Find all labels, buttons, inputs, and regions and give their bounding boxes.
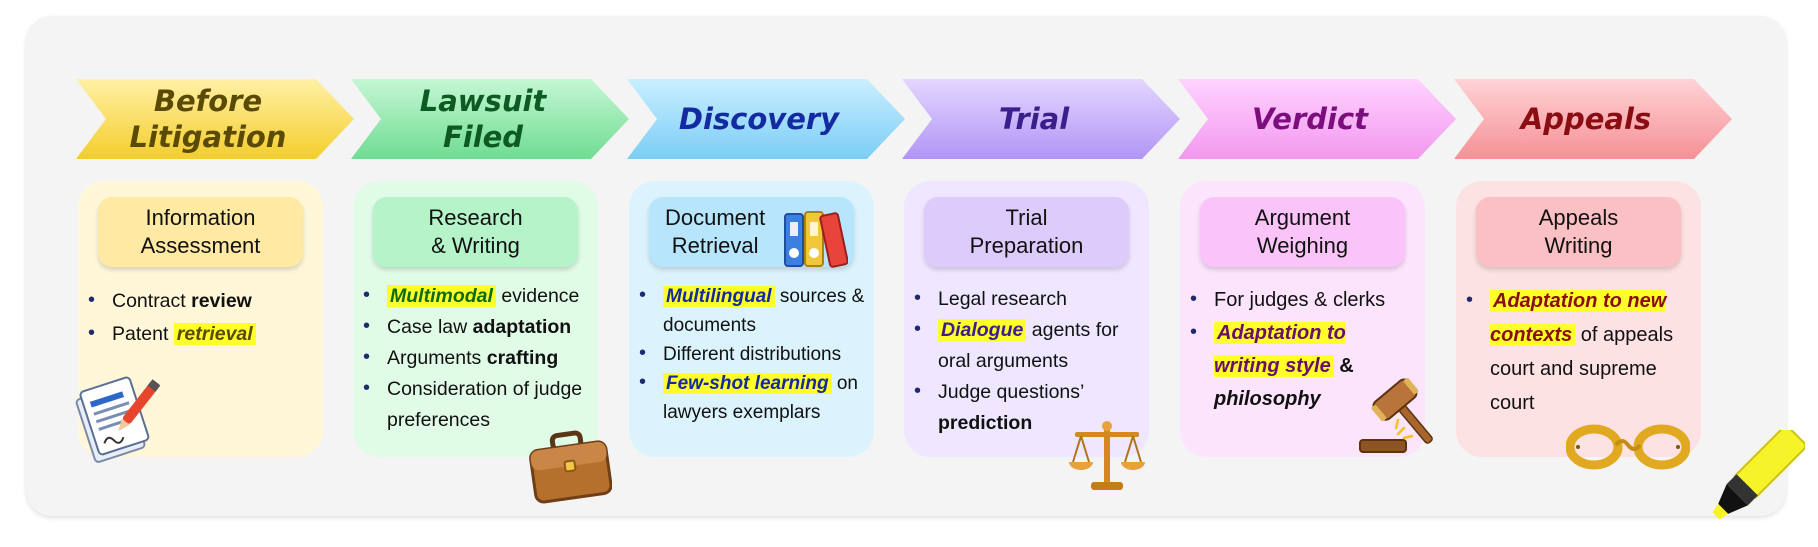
bullet-highlight: Multilingual [663,286,775,307]
bullet-text: Case law [387,316,473,338]
list-item: Dialogue agents for oral arguments [912,314,1140,377]
bullet-emphasis: adaptation [472,316,572,338]
bullet-emphasis: crafting [486,347,559,369]
stage-chevron-before-litigation: Before Litigation [76,79,354,159]
list-item: For judges & clerks [1188,283,1416,317]
bullet-list: Adaptation to new contexts of appeals co… [1464,283,1686,420]
card-heading: Trial Preparation [924,197,1129,267]
bullet-text: Different distributions [663,344,842,365]
list-item: Adaptation to writing style & philosophy [1188,316,1416,416]
list-item: Different distributions [637,339,869,369]
list-item: Multimodal evidence [361,280,591,312]
bullet-emphasis: & [1333,355,1354,377]
list-item: Case law adaptation [361,311,591,343]
card-heading: Argument Weighing [1200,197,1405,267]
stage-title: Verdict [1251,102,1369,136]
bullet-text: sources & documents [663,286,865,336]
bullet-highlight: Dialogue [938,319,1027,341]
bullet-text: Consideration of judge preferences [387,378,583,431]
stage-title: Lawsuit Filed [419,84,547,154]
bullet-emphasis: prediction [938,412,1033,434]
handcuffs-icon [1566,424,1690,470]
bullet-emphasis: philosophy [1214,388,1321,410]
list-item: Legal research [912,283,1140,315]
stage-card-trial: Trial Preparation Legal research Dialogu… [904,181,1149,457]
card-heading: Information Assessment [98,197,303,267]
chevron-shape [902,79,1180,159]
stage-chevron-appeals: Appeals [1454,79,1732,159]
stage-title: Before Litigation [129,84,287,154]
bullet-text: Judge questions’ [938,381,1084,403]
chevron-shape [351,79,629,159]
bullet-list: Legal research Dialogue agents for oral … [912,283,1140,439]
bullet-text: For judges & clerks [1214,289,1386,311]
chevron-shape [1454,79,1732,159]
document-pen-icon [75,376,160,463]
stage-title: Appeals [1520,102,1652,136]
bullet-text: Legal research [938,288,1067,310]
stage-title: Discovery [678,102,840,136]
stage-chevron-lawsuit-filed: Lawsuit Filed [351,79,629,159]
stage-chevron-discovery: Discovery [627,79,905,159]
bullet-list: Multimodal evidence Case law adaptation … [361,280,591,436]
list-item: Multilingual sources & documents [637,281,869,340]
chevron-shape [627,79,905,159]
bullet-text: agents for oral arguments [938,319,1119,372]
bullet-highlight: retrieval [173,323,256,345]
bullet-list: Multilingual sources & documents Differe… [637,281,869,427]
highlighter-icon [1712,430,1805,520]
stage-chevron-trial: Trial [902,79,1180,159]
card-heading: Appeals Writing [1476,197,1681,267]
chevron-shape [1178,79,1456,159]
stage-card-appeals: Appeals Writing Adaptation to new contex… [1456,181,1701,457]
stage-title: Trial [998,102,1070,136]
bullet-text: Arguments [387,347,487,369]
bullet-highlight: Multimodal [387,285,496,307]
chevron-shape [76,79,354,159]
bullet-text: of appeals court and supreme court [1490,324,1674,414]
bullet-text: evidence [495,285,580,307]
bullet-text: on lawyers exemplars [663,373,858,423]
bullet-emphasis: review [191,290,252,312]
bullet-highlight: Adaptation to writing style [1214,322,1346,377]
list-item: Consideration of judge preferences [361,373,591,436]
list-item: Adaptation to new contexts of appeals co… [1464,283,1686,420]
gavel-icon [1359,378,1433,453]
card-heading: Research & Writing [373,197,578,267]
list-item: Contract review [86,284,311,318]
stage-chevron-verdict: Verdict [1178,79,1456,159]
briefcase-icon [529,430,612,504]
bullet-text: Patent [112,323,174,345]
bullet-text: Contract [112,290,192,312]
scales-icon [1069,421,1145,490]
bullet-highlight: Few-shot learning [663,373,832,394]
list-item: Few-shot learning on lawyers exemplars [637,368,869,427]
stage-card-discovery: Document Retrieval Multilingual sources … [629,181,874,457]
list-item: Arguments crafting [361,342,591,374]
binders-icon [784,211,848,268]
stage-card-lawsuit-filed: Research & Writing Multimodal evidence C… [353,181,598,457]
list-item: Judge questions’ prediction [912,376,1140,439]
list-item: Patent retrieval [86,317,311,351]
bullet-list: For judges & clerks Adaptation to writin… [1188,283,1416,416]
bullet-list: Contract review Patent retrieval [86,284,311,351]
